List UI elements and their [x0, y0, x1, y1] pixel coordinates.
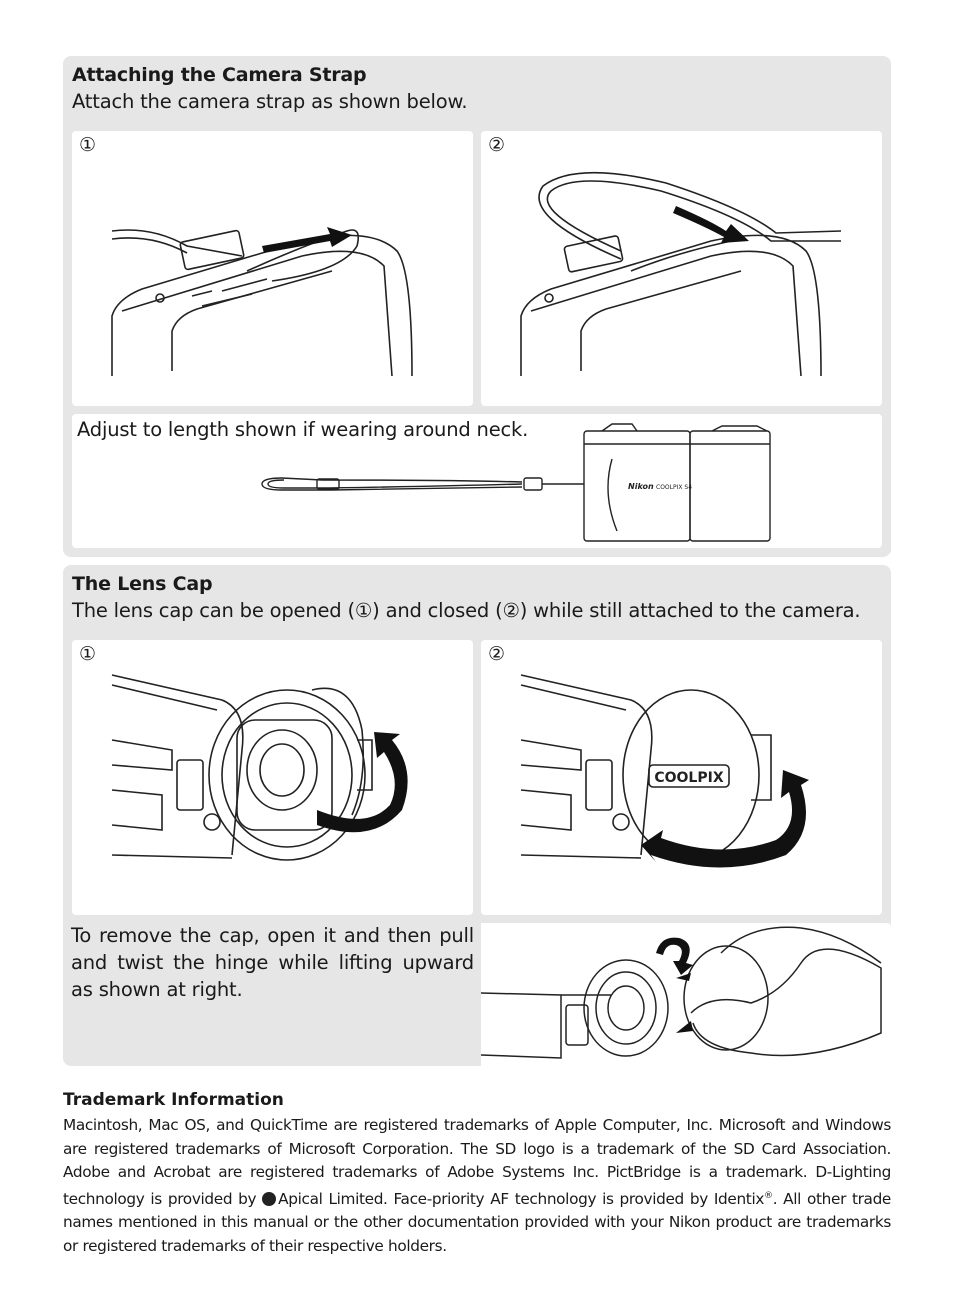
strap-step2-panel: ② — [481, 131, 882, 406]
lens-remove-illustration — [481, 926, 882, 1059]
camera-model-text: COOLPIX S4 — [656, 484, 692, 491]
registered-mark: ® — [764, 1190, 773, 1201]
strap-step2-illustration — [520, 171, 842, 377]
strap-step1-panel: ① — [72, 131, 473, 406]
lens-cap-section: The Lens Cap The lens cap can be opened … — [63, 565, 891, 1066]
remove-instruction: To remove the cap, open it and then pull… — [71, 924, 474, 1001]
trademark-text-part3: . All other trade names mentioned in thi… — [63, 1189, 891, 1256]
cap-brand-text: COOLPIX — [654, 770, 723, 786]
trademark-information: Trademark Information Macintosh, Mac OS,… — [63, 1090, 891, 1259]
strap-adjust-panel: Adjust to length shown if wearing around… — [72, 414, 882, 548]
step-number: ② — [488, 134, 506, 156]
lens-step2-panel: ② COOLPIX — [481, 640, 882, 915]
step-number: ① — [79, 643, 97, 665]
trademark-body: Macintosh, Mac OS, and QuickTime are reg… — [63, 1114, 891, 1259]
section-title: The Lens Cap — [72, 573, 213, 595]
lens-remove-panel — [481, 923, 891, 1066]
step-number: ② — [488, 643, 506, 665]
strap-section: Attaching the Camera Strap Attach the ca… — [63, 56, 891, 557]
lens-open-illustration — [111, 674, 408, 861]
trademark-title: Trademark Information — [63, 1090, 284, 1110]
trademark-text-part1: Macintosh, Mac OS, and QuickTime are reg… — [63, 1116, 891, 1208]
svg-text:Nikon: Nikon — [628, 482, 654, 491]
apical-logo-icon — [262, 1191, 277, 1206]
adjust-instruction: Adjust to length shown if wearing around… — [77, 418, 529, 441]
trademark-text-part2: Apical Limited. Face-priority AF technol… — [278, 1189, 765, 1208]
lens-step1-panel: ① — [72, 640, 473, 915]
strap-length-illustration: Nikon COOLPIX S4 — [261, 423, 771, 542]
section-subtitle: Attach the camera strap as shown below. — [72, 90, 468, 113]
section-subtitle: The lens cap can be opened (①) and close… — [72, 599, 861, 622]
section-title: Attaching the Camera Strap — [72, 64, 367, 86]
lens-closed-illustration: COOLPIX — [520, 674, 809, 868]
step-number: ① — [79, 134, 97, 156]
strap-step1-illustration — [111, 227, 413, 377]
